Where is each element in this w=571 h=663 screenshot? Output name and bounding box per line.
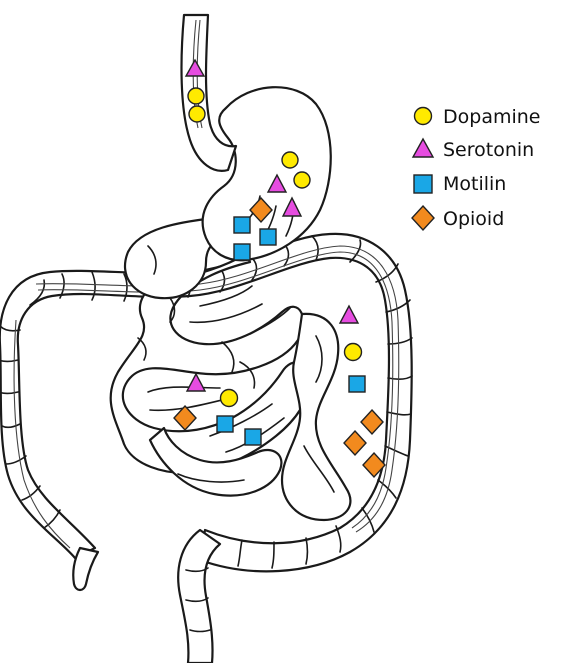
dopamine-marker bbox=[221, 390, 238, 407]
motilin-marker bbox=[349, 376, 365, 392]
gut-illustration bbox=[0, 15, 412, 663]
dopamine-marker bbox=[345, 344, 362, 361]
serotonin-marker bbox=[187, 374, 205, 391]
legend-item-motilin: Motilin bbox=[414, 173, 506, 195]
serotonin-marker bbox=[340, 306, 358, 323]
motilin-marker bbox=[234, 244, 250, 260]
opioid-marker bbox=[361, 410, 383, 434]
motilin-marker bbox=[245, 429, 261, 445]
legend-label: Dopamine bbox=[443, 106, 540, 128]
legend-item-opioid: Opioid bbox=[412, 206, 504, 230]
appendix-outline bbox=[73, 548, 98, 590]
dopamine-marker bbox=[282, 152, 298, 168]
legend-item-dopamine: Dopamine bbox=[415, 106, 541, 128]
colon-outline bbox=[0, 234, 412, 571]
dopamine-marker bbox=[188, 88, 204, 104]
square-icon bbox=[414, 175, 432, 193]
rectum-outline bbox=[178, 530, 220, 663]
circle-icon bbox=[415, 108, 432, 125]
legend: Dopamine Serotonin Motilin Opioid bbox=[412, 106, 540, 230]
triangle-icon bbox=[413, 139, 433, 157]
legend-label: Motilin bbox=[443, 173, 506, 195]
diamond-icon bbox=[412, 206, 434, 230]
opioid-marker bbox=[344, 431, 366, 455]
dopamine-marker bbox=[294, 172, 310, 188]
motilin-marker bbox=[217, 416, 233, 432]
dopamine-marker bbox=[189, 106, 205, 122]
legend-label: Opioid bbox=[443, 208, 504, 230]
motilin-marker bbox=[260, 229, 276, 245]
legend-label: Serotonin bbox=[443, 139, 534, 161]
legend-item-serotonin: Serotonin bbox=[413, 139, 534, 161]
motilin-marker bbox=[234, 217, 250, 233]
